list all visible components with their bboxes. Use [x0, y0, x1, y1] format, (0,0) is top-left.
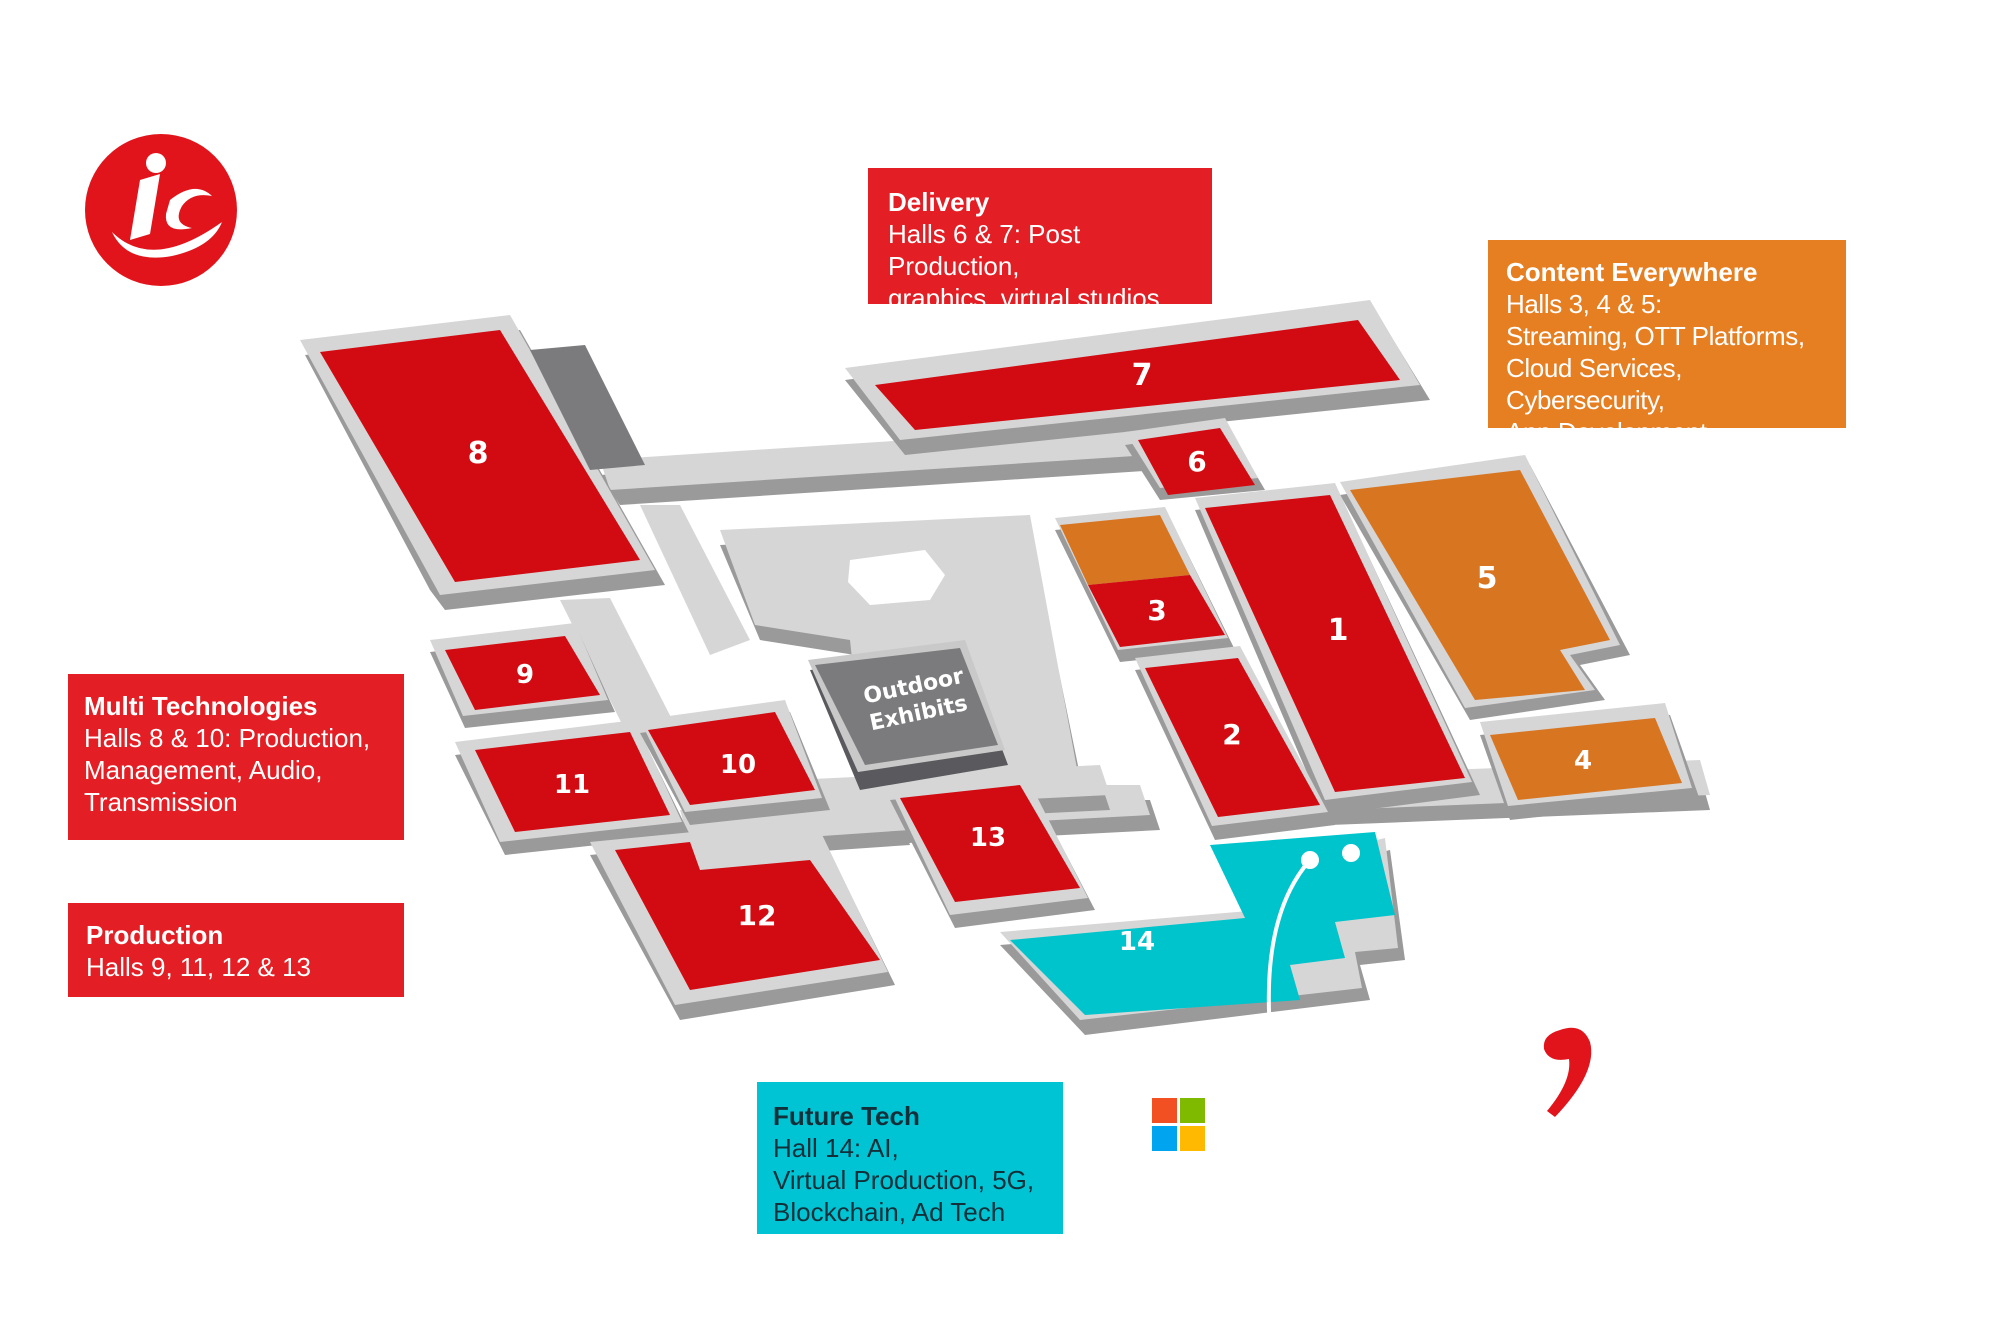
legend-future-title: Future Tech	[773, 1101, 920, 1131]
hall-13[interactable]: 13	[890, 773, 1095, 928]
hall-6[interactable]: 6	[1125, 418, 1265, 500]
hall-3-label: 3	[1147, 594, 1166, 627]
hall-12-label: 12	[738, 899, 777, 932]
hall-8[interactable]: 8	[300, 315, 665, 610]
hall-10[interactable]: 10	[640, 700, 830, 825]
legend-content-line: Halls 3, 4 & 5:	[1506, 289, 1662, 319]
hall-3[interactable]: 3	[1055, 507, 1235, 662]
connector-dot	[1301, 851, 1319, 869]
legend-content-line: Cloud Services, Cybersecurity,	[1506, 353, 1683, 415]
legend-delivery: Delivery Halls 6 & 7: Post Production, g…	[868, 168, 1212, 313]
hall-5[interactable]: 5	[1340, 455, 1630, 720]
hall-7[interactable]: 7	[845, 300, 1430, 455]
hall-5-label: 5	[1477, 561, 1498, 596]
legend-multi-line: Management, Audio,	[84, 755, 323, 785]
hall-2[interactable]: 2	[1135, 646, 1335, 840]
hall-1[interactable]: 1	[1195, 483, 1480, 815]
connector-line	[1266, 858, 1312, 1031]
legend-multi-technologies: Multi Technologies Halls 8 & 10: Product…	[68, 674, 404, 840]
legend-future-tech: Future Tech Hall 14: AI, Virtual Product…	[757, 1082, 1063, 1234]
legend-content-line: Streaming, OTT Platforms,	[1506, 321, 1805, 351]
legend-future-line: Blockchain, Ad Tech	[773, 1197, 1006, 1227]
legend-multi-line: Halls 8 & 10: Production,	[84, 723, 371, 753]
legend-production: Production Halls 9, 11, 12 & 13	[68, 903, 404, 997]
hall-11[interactable]: 11	[455, 720, 690, 855]
legend-future-line: Virtual Production, 5G,	[773, 1165, 1035, 1195]
legend-multi-line: Transmission	[84, 787, 238, 817]
legend-content-everywhere: Content Everywhere Halls 3, 4 & 5: Strea…	[1488, 240, 1846, 447]
windows-logo-icon	[1152, 1098, 1205, 1151]
hall-10-label: 10	[720, 750, 756, 780]
hall-4-label: 4	[1574, 746, 1592, 776]
hall-14[interactable]: 14	[1000, 832, 1405, 1035]
legend-content-line: App Development	[1506, 417, 1707, 447]
hall-12[interactable]: 12	[590, 820, 895, 1020]
legend-delivery-title: Delivery	[888, 187, 990, 217]
hall-13-label: 13	[970, 823, 1006, 853]
hall-6-label: 6	[1187, 445, 1206, 478]
hall-9-label: 9	[516, 660, 534, 690]
hall-4[interactable]: 4	[1480, 703, 1700, 820]
outdoor-exhibits-area[interactable]: Outdoor Exhibits	[808, 640, 1008, 790]
legend-production-line: Halls 9, 11, 12 & 13	[86, 952, 311, 982]
legend-multi-title: Multi Technologies	[84, 691, 318, 721]
legend-future-line: Hall 14: AI,	[773, 1133, 899, 1163]
legend-content-title: Content Everywhere	[1506, 257, 1758, 287]
hall-11-label: 11	[554, 770, 590, 800]
hall-7-label: 7	[1132, 358, 1153, 393]
legend-production-title: Production	[86, 920, 224, 950]
hall-8-label: 8	[468, 436, 489, 471]
plaza-hexagon-icon	[848, 550, 945, 605]
ibc-logo-icon	[85, 134, 237, 286]
hall-14-label: 14	[1119, 927, 1155, 957]
legend-delivery-line: graphics, virtual studios	[888, 283, 1160, 313]
hall-1-label: 1	[1328, 613, 1349, 648]
hall-2-label: 2	[1222, 718, 1241, 751]
red-comma-mark-icon	[1543, 1027, 1592, 1117]
connector-dot	[1342, 844, 1360, 862]
legend-delivery-line: Halls 6 & 7: Post Production,	[888, 219, 1081, 281]
hall-9[interactable]: 9	[430, 623, 615, 728]
